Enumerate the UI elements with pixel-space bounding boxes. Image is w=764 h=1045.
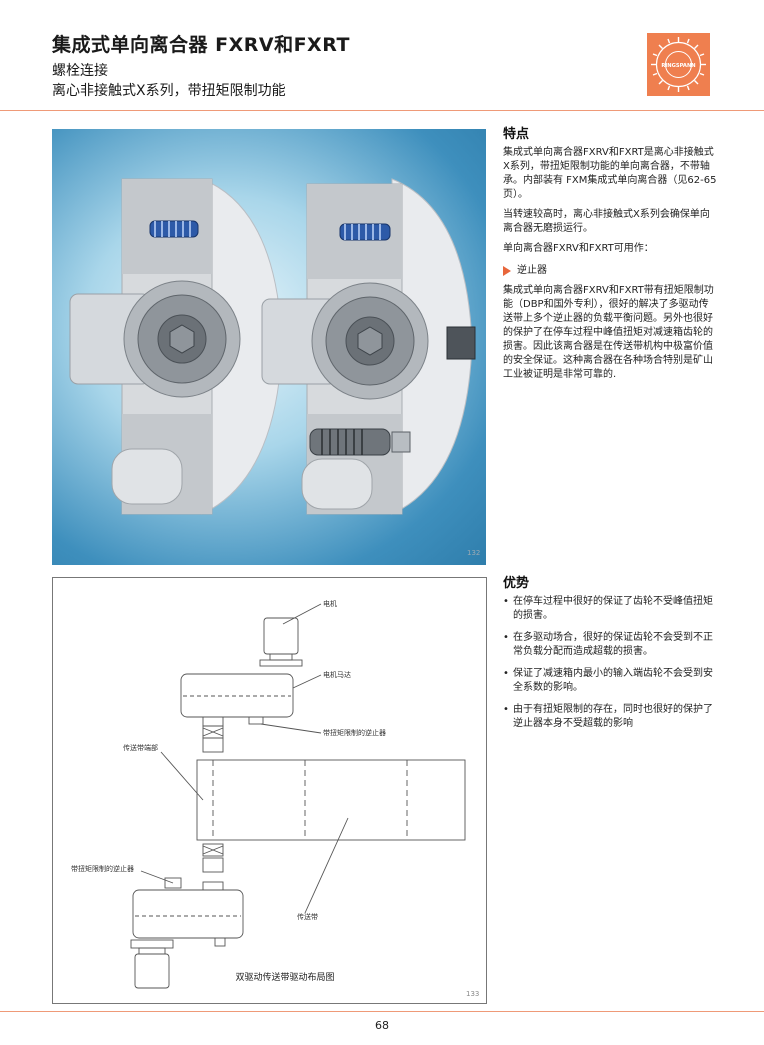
- advantages-section: 优势 在停车过程中很好的保证了齿轮不受峰值扭矩的损害。 在多驱动场合，很好的保证…: [503, 577, 718, 739]
- ringspann-logo: RINGSPANN: [647, 33, 710, 96]
- conveyor-belt: [196, 759, 466, 841]
- page-title: 集成式单向离合器 FXRV和FXRT: [52, 34, 350, 56]
- page-number: 68: [375, 1019, 389, 1032]
- gear-motor-label: 电机马达: [323, 670, 351, 679]
- list-item: 在停车过程中很好的保证了齿轮不受峰值扭矩的损害。: [503, 595, 718, 623]
- diagram-caption: 双驱动传送带驱动布局图: [235, 971, 334, 983]
- product-photo: 132: [52, 129, 486, 565]
- lower-gear-motor: [132, 889, 244, 939]
- list-item: 在多驱动场合，很好的保证齿轮不会受到不正常负载分配而造成超载的损害。: [503, 631, 718, 659]
- features-heading: 特点: [503, 127, 530, 142]
- logo-wordmark: RINGSPANN: [661, 63, 695, 69]
- belt-label: 传送带: [297, 912, 318, 921]
- features-paragraph-3: 单向离合器FXRV和FXRT可用作：: [503, 243, 654, 254]
- drive-layout-diagram: 电机 电机马达 带扭矩限制的逆止器 传送带端部 带扭矩限制的逆止器 传送带 双驱…: [52, 577, 487, 1004]
- belt-end-label: 传送带端部: [123, 743, 158, 752]
- clutch-fxrv-illustration: [69, 178, 283, 515]
- diagram-number: 133: [466, 990, 479, 998]
- upper-backstop-label: 带扭矩限制的逆止器: [323, 728, 386, 737]
- advantages-heading: 优势: [503, 576, 530, 591]
- list-item: 由于有扭矩限制的存在，同时也很好的保护了逆止器本身不受超载的影响: [503, 703, 718, 731]
- list-item: 保证了减速箱内最小的输入端齿轮不会受到安全系数的影响。: [503, 667, 718, 695]
- motor-label: 电机: [323, 599, 337, 608]
- upper-motor: [263, 617, 299, 655]
- usage-item: 逆止器: [503, 264, 718, 278]
- features-paragraph-2: 当转速较高时，离心非接触式X系列会确保单向离合器无磨损运行。: [503, 209, 710, 234]
- clutch-fxrt-illustration: [261, 178, 476, 515]
- features-paragraph-4: 集成式单向离合器FXRV和FXRT带有扭矩限制功能（DBP和国外专利），很好的解…: [503, 285, 714, 380]
- arrow-bullet-icon: [503, 266, 511, 276]
- header-divider: [0, 110, 764, 111]
- photo-number: 132: [467, 549, 481, 557]
- page-subtitle-connection: 螺栓连接: [52, 63, 108, 79]
- lower-backstop-label: 带扭矩限制的逆止器: [71, 864, 134, 873]
- footer-divider: [0, 1011, 764, 1012]
- upper-gear-motor: [180, 673, 294, 718]
- lower-motor: [134, 953, 170, 989]
- advantages-list: 在停车过程中很好的保证了齿轮不受峰值扭矩的损害。 在多驱动场合，很好的保证齿轮不…: [503, 595, 718, 731]
- features-paragraph-1: 集成式单向离合器FXRV和FXRT是离心非接触式X系列，带扭矩限制功能的单向离合…: [503, 147, 717, 200]
- usage-item-label: 逆止器: [517, 265, 547, 276]
- page-subtitle-series: 离心非接触式X系列，带扭矩限制功能: [52, 83, 286, 99]
- features-section: 特点 集成式单向离合器FXRV和FXRT是离心非接触式X系列，带扭矩限制功能的单…: [503, 128, 718, 388]
